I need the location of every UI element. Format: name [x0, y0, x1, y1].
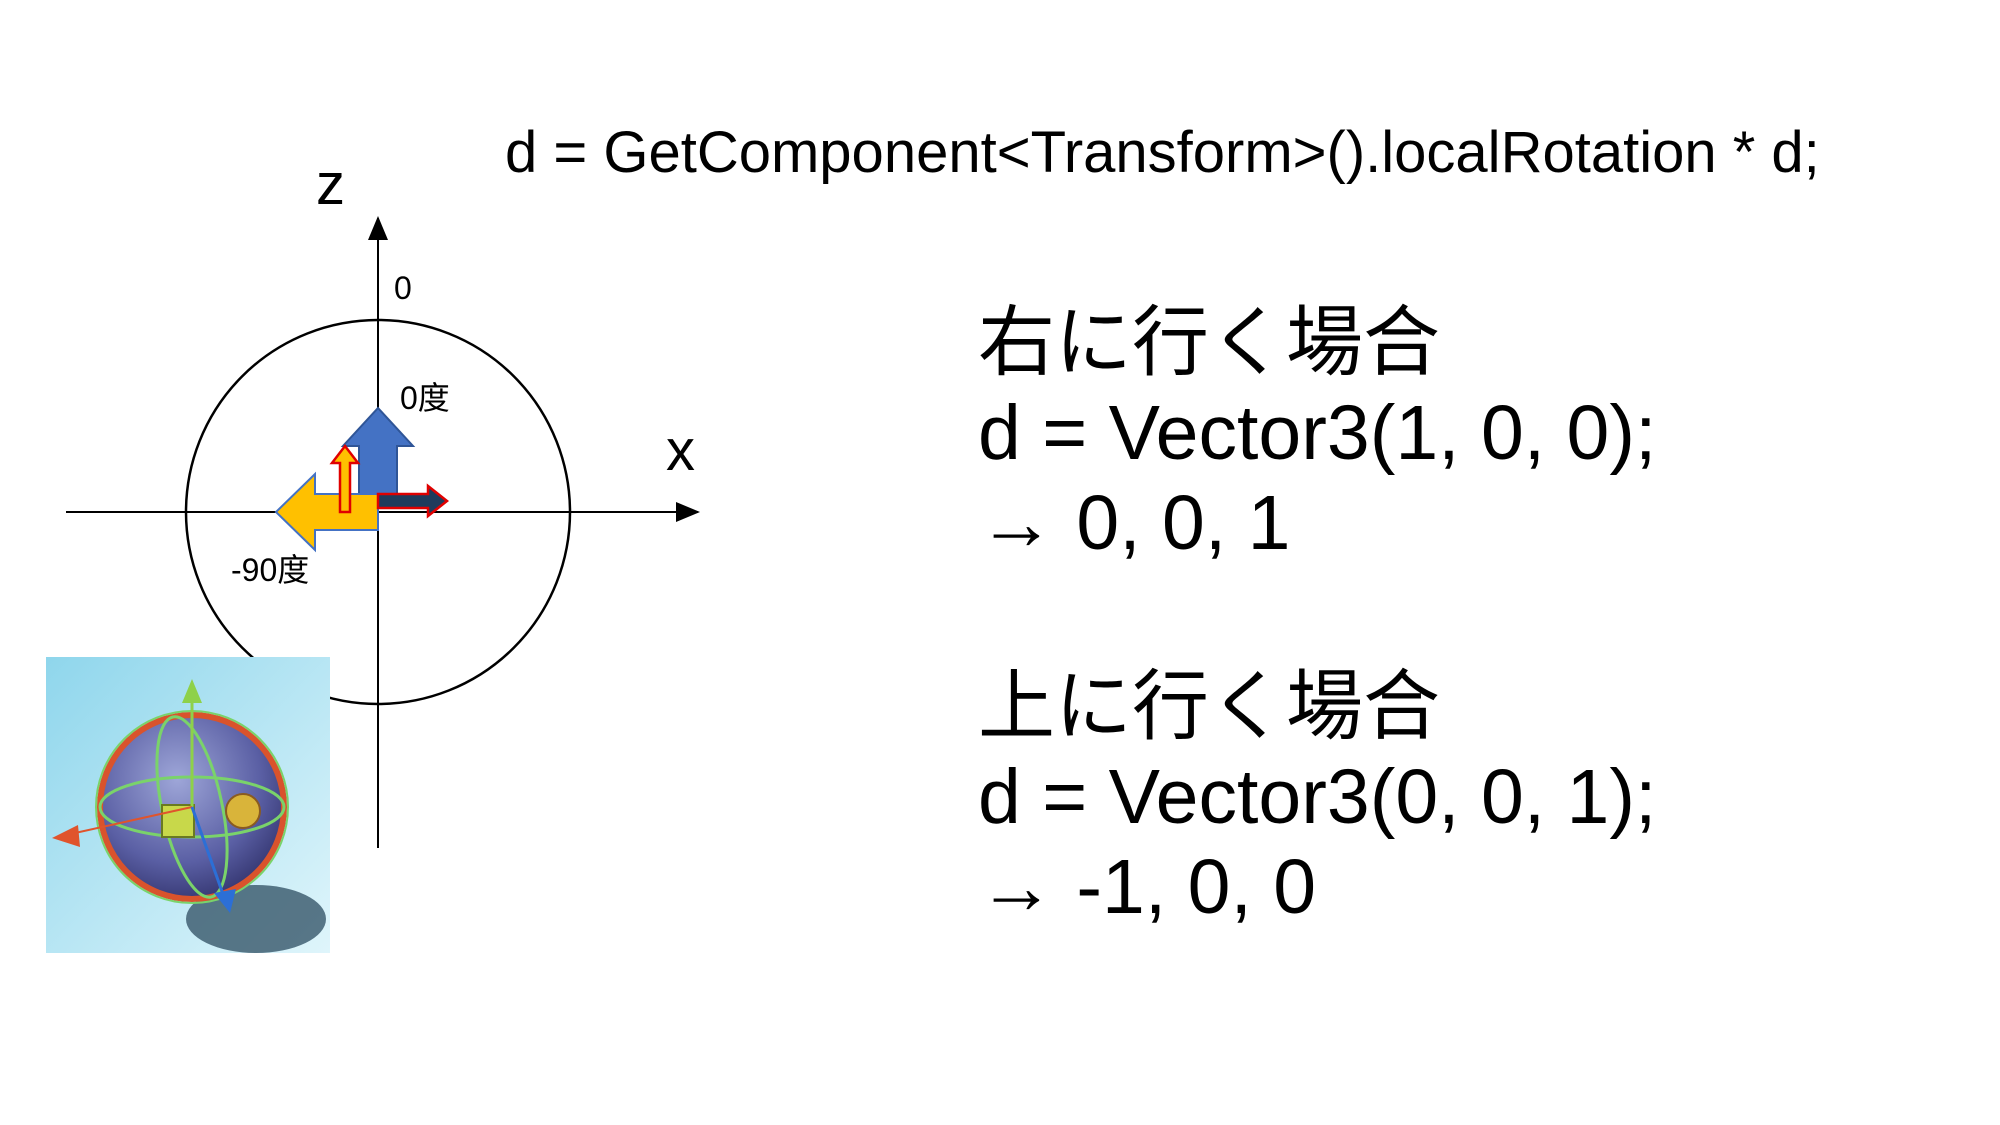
minus90-degree-label: -90度 [231, 552, 310, 588]
z-axis-label: z [316, 152, 345, 217]
scene-thumbnail [46, 657, 330, 953]
small-right-arrow [376, 483, 450, 519]
case-code: d = Vector3(1, 0, 0); [978, 390, 1657, 476]
case-code: d = Vector3(0, 0, 1); [978, 754, 1657, 840]
case-result: → -1, 0, 0 [978, 844, 1317, 930]
small-up-arrow [329, 443, 361, 514]
code-line: d = GetComponent<Transform>().localRotat… [505, 120, 1820, 185]
shadow [186, 885, 326, 953]
red-gizmo-arrow [52, 825, 80, 847]
case-result: → 0, 0, 1 [978, 480, 1291, 566]
case-heading: 右に行く場合 [978, 300, 1440, 386]
green-gizmo-arrow [182, 679, 202, 703]
yellow-left-arrow [274, 471, 379, 553]
blue-up-arrow [340, 406, 416, 501]
zero-label: 0 [394, 270, 412, 306]
zero-degree-label: 0度 [400, 380, 450, 416]
case-heading: 上に行く場合 [978, 664, 1440, 750]
case-up: 上に行く場合 d = Vector3(0, 0, 1); → -1, 0, 0 [978, 662, 1656, 932]
x-axis-label: x [666, 418, 695, 483]
case-right: 右に行く場合 d = Vector3(1, 0, 0); → 0, 0, 1 [978, 298, 1656, 568]
cube [161, 804, 195, 838]
blue-gizmo-arrow [214, 889, 236, 913]
